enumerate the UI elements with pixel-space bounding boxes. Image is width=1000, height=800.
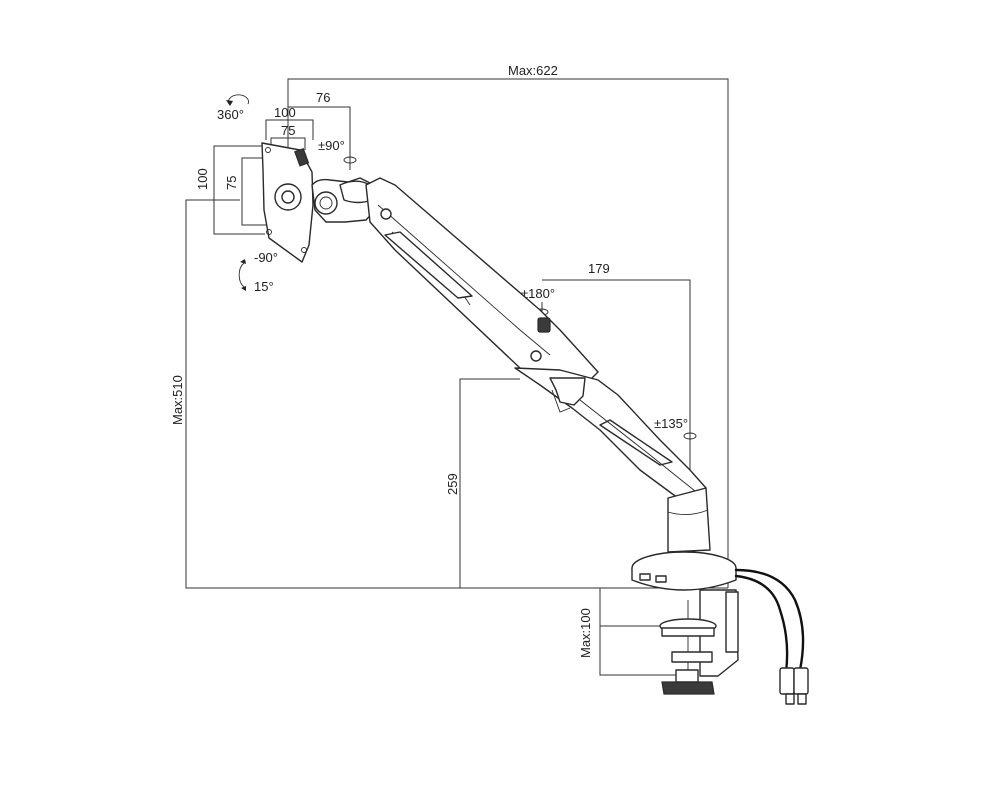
tilt-head-offset-label: 76 (316, 90, 330, 105)
tilt-arrow (238, 262, 245, 288)
cable-plug-tip (785, 693, 795, 705)
lower-arm-edge-line (579, 399, 701, 496)
tilt-arrowhead-down (241, 286, 246, 291)
max-height-label: Max:510 (170, 375, 185, 425)
upper-arm-body (365, 177, 599, 389)
pole-base (631, 487, 737, 591)
vesa-width-outer-label: 100 (274, 105, 296, 120)
lower-arm (514, 367, 707, 509)
usb-port (639, 573, 651, 581)
base-rim (631, 568, 737, 591)
desk-clamp (659, 589, 739, 695)
base-swivel-label: ±135° (654, 416, 688, 431)
tilt-knob (314, 191, 338, 215)
clamp-lower-bar (671, 651, 713, 663)
clamp-handle (661, 681, 715, 695)
tilt-knob-inner (319, 196, 333, 210)
cable-plug-tip (797, 693, 807, 705)
pole-height-dimension-line (459, 378, 520, 588)
upper-arm-slot (384, 231, 473, 299)
tilt-up-label: 15° (254, 279, 274, 294)
upper-arm-edge-line (377, 204, 551, 356)
arm-offset-dimension-line (542, 279, 691, 480)
elbow-swivel-label: ±180° (521, 286, 555, 301)
cable-plug (779, 667, 795, 695)
vesa-center-bolt (281, 190, 295, 204)
pole-height-label: 259 (445, 473, 460, 495)
pole-ring (667, 509, 709, 515)
max-reach-dimension-line (287, 78, 729, 588)
vesa-height-inner-label: 75 (224, 176, 239, 190)
cable-lower (734, 574, 789, 674)
pole-column (667, 487, 711, 553)
screen-rotation-label: 360° (217, 107, 244, 122)
vesa-hole (301, 247, 307, 253)
clamp-handle-neck (675, 669, 699, 683)
cables (734, 568, 809, 705)
head-swivel-arrow (343, 156, 357, 164)
max-reach-label: Max:622 (508, 63, 558, 78)
tilt-head-dimension-line (288, 106, 351, 160)
clamp-back-plate (725, 591, 739, 653)
tilt-down-label: -90° (254, 250, 278, 265)
clamp-pad-base (661, 627, 715, 637)
vesa-width-inner-label: 75 (281, 123, 295, 138)
dimension-labels: Max:622 Max:510 259 179 76 100 75 100 75… (170, 63, 610, 658)
cable-plug (793, 667, 809, 695)
vesa-height-outer-line (213, 145, 265, 235)
usb-port (655, 575, 667, 583)
elbow-adjust-knob (537, 317, 551, 333)
upper-arm (365, 177, 599, 389)
base-swivel-arrow (683, 432, 697, 440)
head-swivel-label: ±90° (318, 138, 345, 153)
screen-rotation-arrowhead (226, 100, 233, 106)
tilt-arrowhead-up (240, 259, 246, 264)
max-height-dimension-line (185, 199, 728, 589)
dimension-lines (185, 78, 729, 676)
vesa-plate (261, 142, 314, 263)
vesa-height-inner-line (241, 157, 268, 226)
arm-offset-label: 179 (588, 261, 610, 276)
elbow-pivot-screw (530, 350, 542, 362)
rotation-labels: 360° ±90° -90° 15° ±180° ±135° (217, 107, 688, 431)
lower-arm-slot (599, 419, 673, 466)
vesa-quick-release-tab (294, 147, 310, 167)
vesa-hole (265, 147, 271, 153)
vesa-hole (266, 229, 272, 235)
upper-arm-pivot-screw (380, 208, 392, 220)
clamp-max-label: Max:100 (578, 608, 593, 658)
lower-arm-clip (551, 389, 571, 413)
vesa-width-outer-line (265, 119, 314, 140)
lower-arm-body (514, 367, 707, 509)
clamp-dimension-line (599, 587, 690, 676)
cable-upper (734, 568, 805, 672)
tilt-head (311, 177, 381, 223)
vesa-height-outer-label: 100 (195, 168, 210, 190)
lower-arm-joint (549, 377, 586, 406)
